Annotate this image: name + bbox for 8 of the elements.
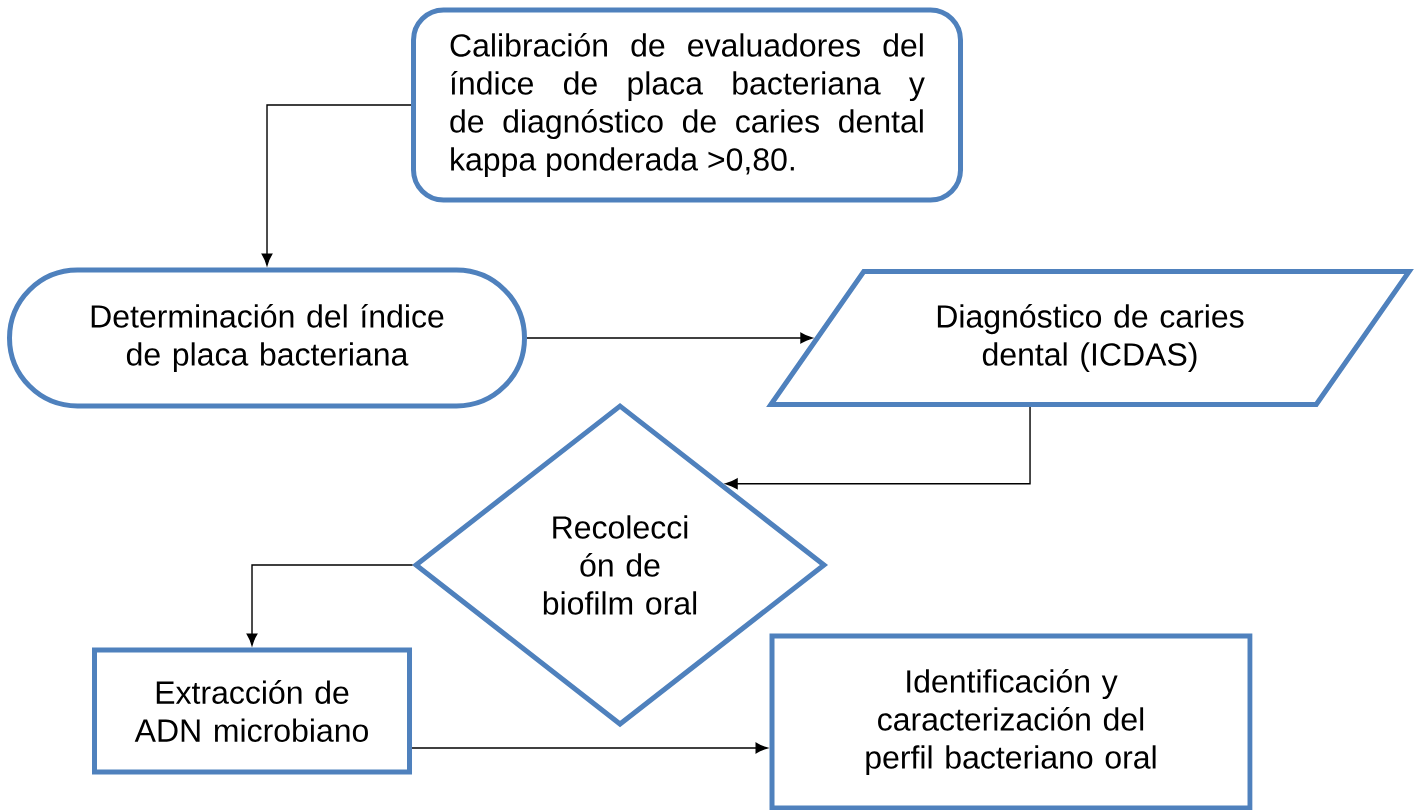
arrow [526,332,813,344]
arrow [246,564,414,646]
rounded-box: Calibración de evaluadores del índice de placa bacteriana y de diagnóstico de caries dental kappa ponderada >0,80. [411,7,963,203]
arrow [725,406,1031,490]
process-box: Identificación y caracterización del perfil bacteriano oral [769,633,1253,810]
process-box: Extracción de ADN microbiano [92,647,412,775]
arrow [411,742,768,754]
arrow [261,104,412,266]
